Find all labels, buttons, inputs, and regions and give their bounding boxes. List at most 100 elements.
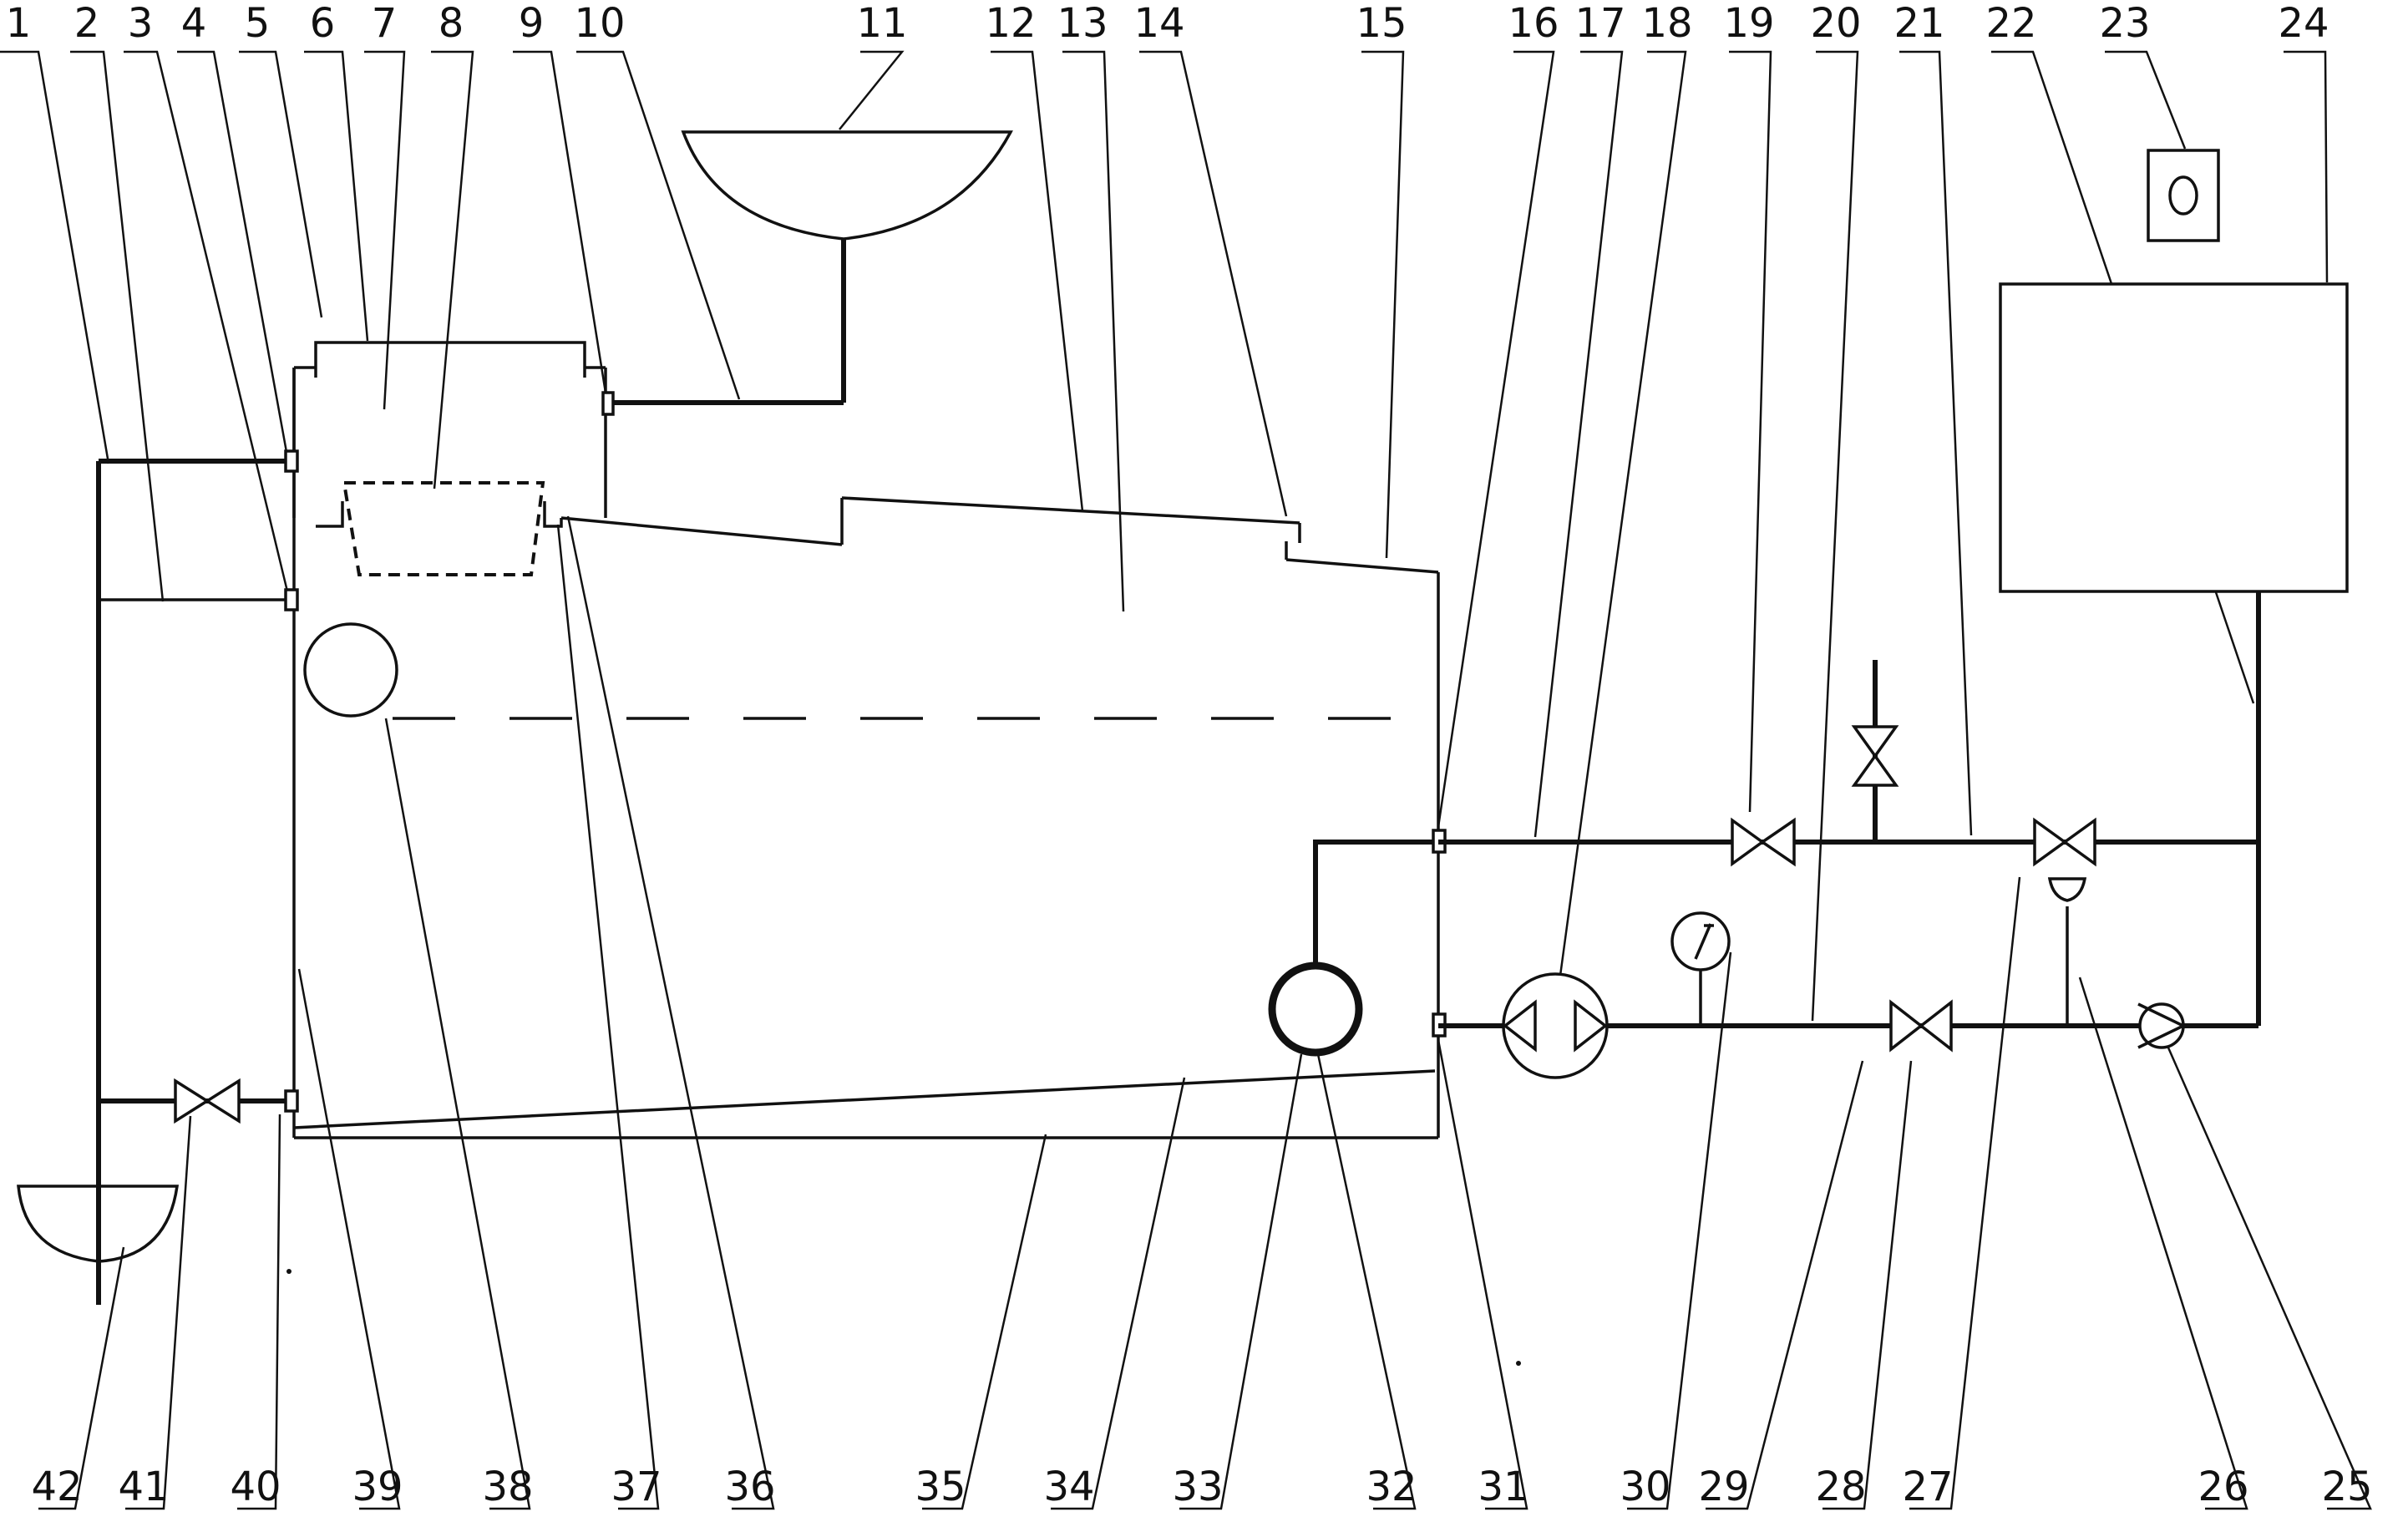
pump (1502, 972, 1609, 1079)
label-24: 24 (2278, 0, 2329, 47)
label-13: 13 (1057, 0, 1108, 47)
leader-12 (991, 50, 1084, 512)
leader-35 (922, 1134, 1047, 1510)
leader-31 (1437, 1039, 1528, 1510)
valve-41-right (204, 1078, 241, 1124)
valve-22-left (2033, 817, 2067, 867)
leader-2 (70, 50, 165, 602)
left-bypass (17, 449, 299, 1305)
leader-17 (1534, 50, 1624, 838)
pump-arrow-left (1503, 999, 1537, 1053)
valve-20-bottom (1851, 753, 1899, 787)
leader-28 (1822, 1060, 1913, 1510)
valve-41-left (174, 1078, 210, 1124)
leader-21 (1899, 50, 1973, 836)
leader-1 (0, 50, 110, 464)
label-2: 2 (74, 0, 100, 47)
label-19: 19 (1723, 0, 1774, 47)
leader-29 (1706, 1060, 1864, 1510)
label-8: 8 (439, 0, 464, 47)
label-16: 16 (1508, 0, 1559, 47)
leader-34 (1051, 1077, 1186, 1510)
leader-20 (1811, 50, 1859, 1022)
leader-9 (513, 50, 607, 393)
internal-loop (1268, 829, 1447, 1057)
internal-ring (1268, 961, 1363, 1057)
sensor-body (2147, 149, 2220, 242)
control-box (1999, 282, 2349, 593)
leader-26 (2078, 977, 2248, 1510)
label-23: 23 (2099, 0, 2150, 47)
leader-27 (1909, 876, 2021, 1510)
leader-16 (1437, 50, 1555, 828)
label-26: 26 (2198, 1464, 2248, 1510)
main-tank (292, 368, 1440, 1139)
leader-39 (297, 968, 401, 1510)
valve-20-top (1851, 725, 1899, 759)
label-7: 7 (372, 0, 398, 47)
label-20: 20 (1810, 0, 1861, 47)
leader-lines-top (0, 50, 2329, 1022)
label-41: 41 (118, 1464, 169, 1510)
leader-42 (38, 1246, 125, 1510)
check-valve-ball (2138, 1002, 2185, 1049)
leader-40 (237, 1114, 281, 1510)
leader-24 (2284, 50, 2329, 283)
label-21: 21 (1893, 0, 1944, 47)
label-27: 27 (1902, 1464, 1953, 1510)
sensor-lens (2168, 175, 2198, 216)
leader-13 (1062, 50, 1125, 612)
labels-bottom: 42 41 40 39 38 37 36 35 34 33 32 31 30 2… (31, 1464, 2372, 1510)
leader-4 (177, 50, 290, 462)
drip-cup (2047, 877, 2087, 902)
filter-basket (342, 481, 545, 576)
label-38: 38 (482, 1464, 533, 1510)
label-15: 15 (1356, 0, 1407, 47)
sensor (2147, 149, 2220, 242)
label-18: 18 (1641, 0, 1692, 47)
labels-top: 1 2 3 4 5 6 7 8 9 10 11 12 13 14 15 16 1… (6, 0, 2329, 47)
label-4: 4 (181, 0, 207, 47)
label-36: 36 (724, 1464, 775, 1510)
leader-33 (1179, 1053, 1303, 1510)
label-30: 30 (1620, 1464, 1670, 1510)
valve-19-left (1731, 817, 1765, 867)
label-12: 12 (985, 0, 1036, 47)
label-25: 25 (2321, 1464, 2372, 1510)
leader-38 (384, 718, 531, 1510)
label-39: 39 (352, 1464, 403, 1510)
label-35: 35 (915, 1464, 966, 1510)
port-40 (284, 1089, 299, 1113)
chamber-cover (314, 341, 586, 368)
leader-3 (124, 50, 290, 596)
leader-23 (2105, 50, 2187, 150)
label-28: 28 (1815, 1464, 1866, 1510)
leader-37 (556, 524, 660, 1510)
leader-25 (2163, 1039, 2372, 1510)
port-4 (284, 449, 299, 473)
top-funnel (601, 130, 1013, 416)
label-31: 31 (1478, 1464, 1528, 1510)
leader-11 (839, 50, 905, 130)
leader-36 (566, 515, 775, 1510)
label-22: 22 (1985, 0, 2036, 47)
check-valve (2137, 1002, 2187, 1049)
leader-7 (364, 50, 406, 410)
float-ball (303, 622, 398, 718)
port-3 (284, 588, 299, 611)
label-34: 34 (1043, 1464, 1094, 1510)
label-9: 9 (519, 0, 545, 47)
valve-28-right (1919, 999, 1953, 1053)
label-17: 17 (1574, 0, 1625, 47)
leader-5 (239, 50, 323, 318)
leader-32 (1316, 1053, 1417, 1510)
port-9 (601, 391, 615, 416)
label-42: 42 (31, 1464, 82, 1510)
label-32: 32 (1366, 1464, 1417, 1510)
leader-18 (1559, 50, 1687, 977)
valves (1731, 725, 2096, 1053)
label-3: 3 (128, 0, 154, 47)
label-29: 29 (1698, 1464, 1749, 1510)
leader-19 (1729, 50, 1772, 813)
